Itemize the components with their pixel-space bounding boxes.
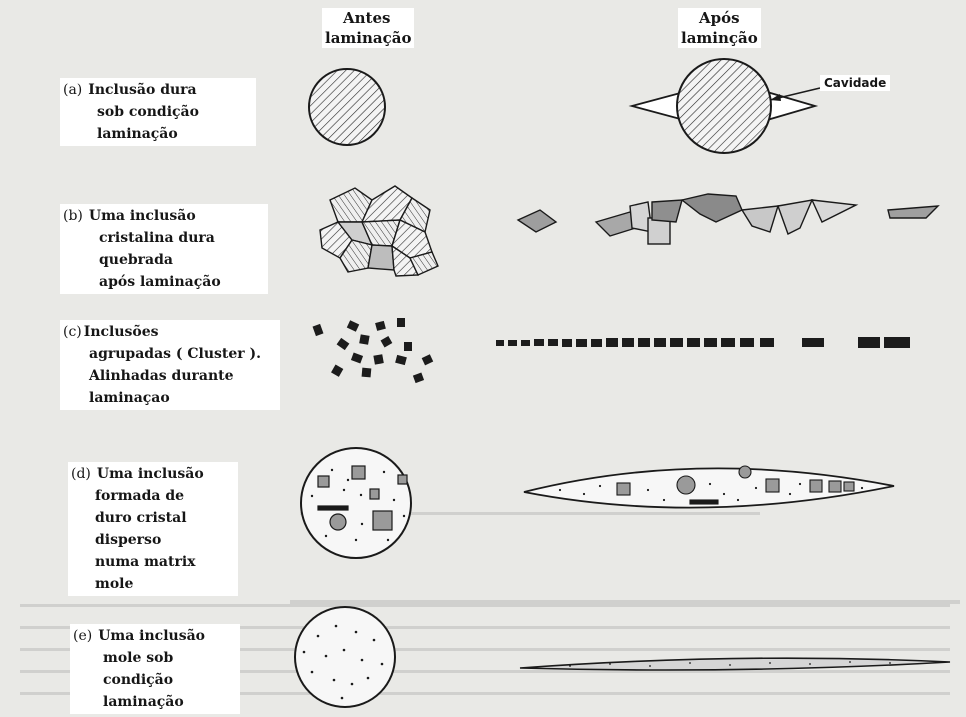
row-b-line-4: após laminação [63, 271, 265, 293]
header-before-line-1: Antes [325, 8, 411, 28]
row-c-label: (c)Inclusões agrupadas ( Cluster ). Alin… [60, 320, 280, 410]
row-b-line-3: quebrada [63, 249, 265, 271]
row-a-line-2: sob condição [63, 101, 253, 123]
row-d-line-4: disperso [71, 529, 235, 551]
row-e-line-1: (e) Uma inclusão [73, 625, 237, 647]
row-a-text-1: Inclusão dura [88, 82, 196, 98]
row-d-prefix: (d) [71, 466, 91, 482]
row-c-after-shape [496, 337, 910, 348]
row-a-prefix: (a) [63, 82, 82, 98]
row-e-before-shape [295, 607, 395, 707]
row-e-prefix: (e) [73, 628, 92, 644]
row-d-line-1: (d) Uma inclusão [71, 463, 235, 485]
row-e-line-4: laminação [73, 691, 237, 713]
row-d-after-shape [524, 466, 894, 508]
row-d-line-5: numa matrix [71, 551, 235, 573]
row-d-line-6: mole [71, 573, 235, 595]
cavity-callout-label: Cavidade [820, 75, 890, 91]
row-c-prefix: (c) [63, 324, 82, 340]
row-e-after-shape [520, 658, 950, 670]
row-d-line-2: formada de [71, 485, 235, 507]
row-e-line-2: mole sob [73, 647, 237, 669]
header-before-line-2: laminação [325, 28, 411, 48]
row-b-prefix: (b) [63, 208, 83, 224]
row-a-label: (a) Inclusão dura sob condição laminação [60, 78, 256, 146]
header-after-lamination: Após laminção [678, 8, 761, 48]
row-c-before-shape [313, 318, 434, 383]
row-a-line-1: (a) Inclusão dura [63, 79, 253, 101]
row-d-line-3: duro cristal [71, 507, 235, 529]
row-e-line-3: condição [73, 669, 237, 691]
row-b-label: (b) Uma inclusão cristalina dura quebrada… [60, 204, 268, 294]
row-b-line-2: cristalina dura [63, 227, 265, 249]
row-d-before-shape [301, 448, 411, 558]
header-after-line-2: laminção [681, 28, 758, 48]
row-d-label: (d)Uma inclusão formada de duro cristal … [68, 462, 238, 596]
header-before-lamination: Antes laminação [322, 8, 414, 48]
row-b-text-1: Uma inclusão [89, 208, 196, 224]
row-c-line-2: agrupadas ( Cluster ). [63, 343, 277, 365]
row-a-after-shape [632, 59, 820, 153]
header-after-line-1: Após [681, 8, 758, 28]
row-c-line-4: laminaçao [63, 387, 277, 409]
row-a-before-shape [309, 69, 385, 145]
row-d-text-1: Uma inclusão [97, 466, 204, 482]
row-c-line-3: Alinhadas durante [63, 365, 277, 387]
row-a-line-3: laminação [63, 123, 253, 145]
row-c-text-1: Inclusões [84, 324, 159, 340]
row-e-label: (e) Uma inclusão mole sob condição lamina… [70, 624, 240, 714]
row-b-before-shape [320, 186, 438, 276]
row-e-text-1: Uma inclusão [98, 628, 205, 644]
row-b-after-shape [518, 194, 938, 244]
row-b-line-1: (b) Uma inclusão [63, 205, 265, 227]
row-c-line-1: (c)Inclusões [63, 321, 277, 343]
